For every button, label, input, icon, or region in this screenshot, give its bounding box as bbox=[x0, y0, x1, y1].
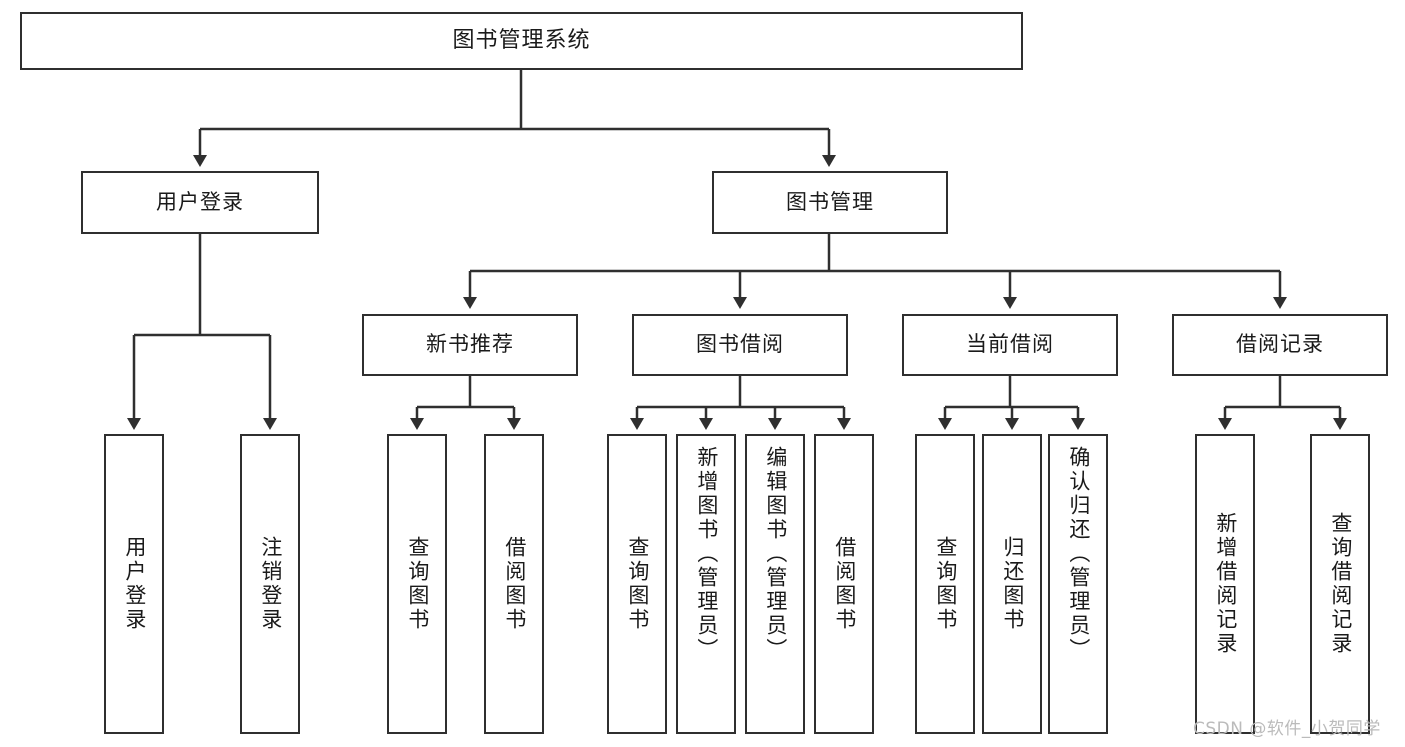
leaf-edit-book-admin-label: 编辑图书（管理员） bbox=[763, 446, 788, 662]
node-book-management[interactable]: 图书管理 bbox=[712, 171, 948, 234]
leaf-add-borrow-record-label: 新增借阅记录 bbox=[1213, 512, 1238, 656]
leaf-add-book-admin[interactable]: 新增图书（管理员） bbox=[676, 434, 736, 734]
leaf-query-book-3[interactable]: 查询图书 bbox=[915, 434, 975, 734]
leaf-query-book-1-label: 查询图书 bbox=[405, 536, 430, 632]
node-book-borrow-label: 图书借阅 bbox=[696, 332, 784, 357]
leaf-user-login[interactable]: 用户登录 bbox=[104, 434, 164, 734]
node-user-login[interactable]: 用户登录 bbox=[81, 171, 319, 234]
node-user-login-label: 用户登录 bbox=[156, 189, 244, 214]
leaf-query-book-3-label: 查询图书 bbox=[933, 536, 958, 632]
node-current-borrow-label: 当前借阅 bbox=[966, 332, 1054, 357]
leaf-return-book[interactable]: 归还图书 bbox=[982, 434, 1042, 734]
leaf-add-book-admin-label: 新增图书（管理员） bbox=[694, 446, 719, 662]
node-book-borrow[interactable]: 图书借阅 bbox=[632, 314, 848, 376]
leaf-query-book-2[interactable]: 查询图书 bbox=[607, 434, 667, 734]
leaf-return-book-label: 归还图书 bbox=[1000, 536, 1025, 632]
leaf-borrow-book-2[interactable]: 借阅图书 bbox=[814, 434, 874, 734]
node-book-management-label: 图书管理 bbox=[786, 189, 874, 214]
leaf-edit-book-admin[interactable]: 编辑图书（管理员） bbox=[745, 434, 805, 734]
node-root-label: 图书管理系统 bbox=[452, 27, 591, 53]
node-root[interactable]: 图书管理系统 bbox=[20, 12, 1023, 70]
leaf-confirm-return-admin[interactable]: 确认归还（管理员） bbox=[1048, 434, 1108, 734]
leaf-borrow-book-1-label: 借阅图书 bbox=[502, 536, 527, 632]
leaf-logout-label: 注销登录 bbox=[258, 536, 283, 632]
node-new-book-recommend[interactable]: 新书推荐 bbox=[362, 314, 578, 376]
leaf-query-borrow-record-label: 查询借阅记录 bbox=[1328, 512, 1353, 656]
leaf-query-book-2-label: 查询图书 bbox=[625, 536, 650, 632]
leaf-user-login-label: 用户登录 bbox=[122, 536, 147, 632]
node-borrow-record[interactable]: 借阅记录 bbox=[1172, 314, 1388, 376]
leaf-query-book-1[interactable]: 查询图书 bbox=[387, 434, 447, 734]
leaf-borrow-book-1[interactable]: 借阅图书 bbox=[484, 434, 544, 734]
node-current-borrow[interactable]: 当前借阅 bbox=[902, 314, 1118, 376]
leaf-borrow-book-2-label: 借阅图书 bbox=[832, 536, 857, 632]
leaf-query-borrow-record[interactable]: 查询借阅记录 bbox=[1310, 434, 1370, 734]
node-borrow-record-label: 借阅记录 bbox=[1236, 332, 1324, 357]
leaf-confirm-return-admin-label: 确认归还（管理员） bbox=[1066, 446, 1091, 662]
csdn-watermark: CSDN @软件_小贺同学 bbox=[1193, 719, 1381, 739]
leaf-add-borrow-record[interactable]: 新增借阅记录 bbox=[1195, 434, 1255, 734]
leaf-logout[interactable]: 注销登录 bbox=[240, 434, 300, 734]
node-new-book-recommend-label: 新书推荐 bbox=[426, 332, 514, 357]
